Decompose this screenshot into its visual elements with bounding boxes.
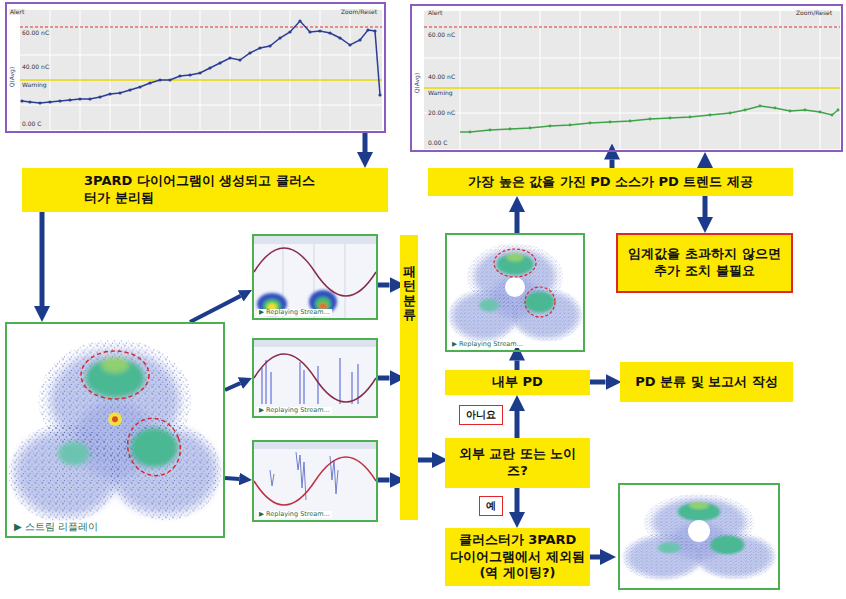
trend-chart: Alert Zoom/Reset 60.00 nC 40.00 nC Warning 0.… <box>5 2 386 133</box>
axis-label: 60.00 nC <box>21 30 50 36</box>
edge-label: 아니요 <box>459 405 503 425</box>
flow-arrow <box>515 411 520 438</box>
image-panel: ▶ Replaying Stream... <box>445 233 585 352</box>
axis-label: Alert <box>427 10 443 16</box>
prpd-cluster-image <box>447 235 583 350</box>
flow-arrow <box>225 383 240 390</box>
flow-arrow <box>378 376 390 381</box>
axis-label: Q(Avg) <box>414 72 420 95</box>
axis-label: 60.00 nC <box>427 32 456 38</box>
axis-label: Zoom/Reset <box>795 10 833 16</box>
prpd-cluster-image <box>590 484 779 589</box>
box-text: 3PARD 다이어그램이 생성되고 클러스터가 분리됨 <box>84 173 324 207</box>
stream-caption: ▶ 스트림 리플레이 <box>12 521 100 532</box>
prpd-pattern-image <box>254 236 376 318</box>
trend-chart: Alert Zoom/Reset 60.00 nC 40.00 nC Warning 20… <box>410 4 843 152</box>
process-box: 클러스터가 3PARD 다이어그램에서 제외됨 (역 게이팅?) <box>445 528 590 586</box>
trend-chart-plot <box>7 4 384 131</box>
image-panel: ▶ Replaying Stream... <box>252 338 378 418</box>
process-box: 내부 PD <box>445 370 590 395</box>
flow-arrow <box>378 478 390 483</box>
flow-arrow <box>515 488 520 512</box>
image-panel: ▶ 스트림 리플레이 <box>5 322 225 538</box>
flow-arrow <box>378 283 390 288</box>
box-text: PD 분류 및 보고서 작성 <box>635 374 777 391</box>
flow-arrow <box>40 212 45 306</box>
prpd-pattern-image <box>254 340 376 416</box>
vertical-band: 패턴 분류 <box>400 235 418 520</box>
box-text: 외부 교란 또는 노이즈? <box>450 446 585 480</box>
axis-label: 0.00 C <box>427 140 448 146</box>
stream-caption: ▶ Replaying Stream... <box>450 341 525 348</box>
edge-label: 예 <box>479 496 503 516</box>
image-panel: ▶ Replaying Stream... <box>252 234 378 320</box>
image-panel: ▶ Replaying Stream... <box>252 440 378 522</box>
stream-caption: ▶ Replaying Stream... <box>257 407 332 414</box>
axis-label: Warning <box>427 90 454 96</box>
box-text: 내부 PD <box>492 374 543 391</box>
axis-label: Q(Avg) <box>9 66 15 89</box>
flow-arrow <box>190 296 241 322</box>
flow-arrow <box>418 458 432 463</box>
flow-arrow <box>610 160 615 169</box>
stream-caption: ▶ Replaying Stream... <box>257 309 332 316</box>
trend-chart-plot <box>412 6 841 150</box>
box-text: 가장 높은 값을 가진 PD 소스가 PD 트렌드 제공 <box>468 174 753 191</box>
axis-label: Zoom/Reset <box>340 9 378 15</box>
prpd-pattern-image <box>254 442 376 520</box>
flow-arrow <box>225 478 239 479</box>
box-text: 임계값을 초과하지 않으면 추가 조치 불필요 <box>623 246 786 280</box>
note-box: 임계값을 초과하지 않으면 추가 조치 불필요 <box>616 233 793 293</box>
box-text: 클러스터가 3PARD 다이어그램에서 제외됨 (역 게이팅?) <box>450 532 585 583</box>
prpd-cluster-image <box>7 324 223 536</box>
axis-label: 40.00 nC <box>21 64 50 70</box>
process-box: 3PARD 다이어그램이 생성되고 클러스터가 분리됨 <box>22 168 388 212</box>
flow-arrow <box>515 212 520 233</box>
decision-box: 외부 교란 또는 노이즈? <box>445 438 590 488</box>
flow-arrow <box>515 361 520 371</box>
axis-label: 20.00 nC <box>427 110 456 116</box>
process-box: PD 분류 및 보고서 작성 <box>620 362 793 402</box>
axis-label: Warning <box>21 82 48 88</box>
axis-label: 0.00 C <box>21 121 42 127</box>
box-text: 패턴 분류 <box>403 265 416 322</box>
process-box: 가장 높은 값을 가진 PD 소스가 PD 트렌드 제공 <box>428 168 793 196</box>
axis-label: 40.00 nC <box>427 74 456 80</box>
stream-caption: ▶ Replaying Stream... <box>257 511 332 518</box>
flow-arrow <box>590 380 606 385</box>
flow-arrow <box>363 133 368 152</box>
axis-label: Alert <box>9 9 25 15</box>
